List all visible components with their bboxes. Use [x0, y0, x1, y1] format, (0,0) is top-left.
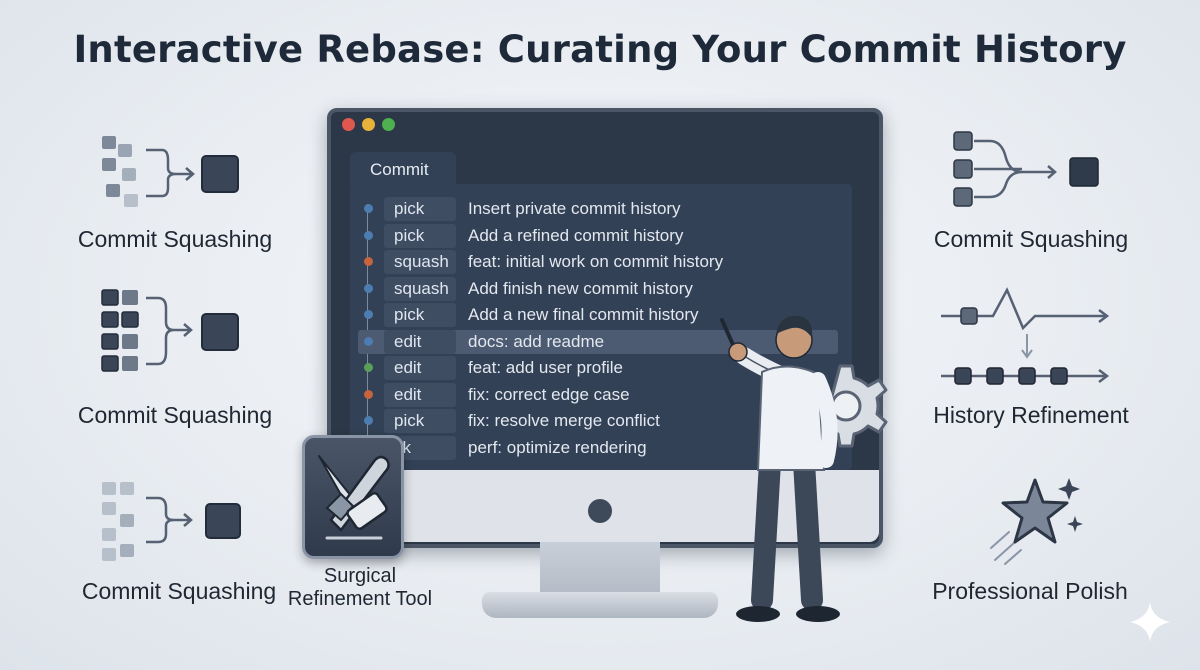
- commit-message: Add a refined commit history: [468, 225, 684, 245]
- rebase-command[interactable]: pick: [384, 303, 456, 327]
- commit-node-dot: [364, 257, 373, 266]
- commit-node-dot: [364, 336, 373, 346]
- commit-message: Add a new final commit history: [468, 305, 699, 324]
- right-feature-label-2: History Refinement: [933, 402, 1129, 428]
- rebase-command[interactable]: squash: [384, 250, 456, 274]
- close-window-button[interactable]: [342, 118, 355, 131]
- scalpel-eraser-icon: [318, 455, 390, 540]
- developer-figure: [720, 315, 840, 622]
- minimize-window-button[interactable]: [362, 118, 375, 131]
- rebase-row[interactable]: pick Add a new final commit history: [358, 303, 838, 327]
- rebase-command[interactable]: pick: [384, 223, 456, 248]
- commit-node-dot: [364, 230, 373, 240]
- commit-message: Insert private commit history: [468, 199, 681, 218]
- left-feature-label-1: Commit Squashing: [77, 226, 273, 252]
- squash-diagram-icon: [102, 136, 239, 207]
- rebase-row[interactable]: squash feat: initial work on commit histo…: [358, 250, 838, 274]
- left-feature-label-2: Commit Squashing: [77, 402, 273, 428]
- commit-node-dot: [364, 389, 373, 399]
- squash-diagram-icon: [953, 131, 1099, 207]
- commit-message: perf: optimize rendering: [468, 437, 647, 457]
- maximize-window-button[interactable]: [382, 118, 395, 131]
- monitor-base: [482, 592, 718, 618]
- rebase-command[interactable]: edit: [384, 356, 456, 380]
- rebase-row[interactable]: pick fix: resolve merge conflict: [358, 409, 838, 433]
- rebase-command[interactable]: squash: [384, 276, 456, 301]
- right-feature-label-1: Commit Squashing: [933, 226, 1129, 252]
- rebase-command[interactable]: edit: [384, 382, 456, 407]
- sparkle-icon: [1130, 602, 1170, 642]
- rebase-row[interactable]: edit fix: correct edge case: [358, 382, 838, 407]
- rebase-row[interactable]: squash Add finish new commit history: [358, 276, 838, 301]
- rebase-row[interactable]: pick Add a refined commit history: [358, 223, 838, 248]
- left-feature-label-3: Commit Squashing: [81, 578, 277, 604]
- commit-node-dot: [364, 363, 373, 372]
- tab-commit[interactable]: Commit: [350, 152, 456, 186]
- monitor-stand: [540, 542, 660, 598]
- rebase-row[interactable]: pick Insert private commit history: [358, 197, 838, 221]
- rebase-command[interactable]: pick: [384, 409, 456, 433]
- rebase-row[interactable]: edit feat: add user profile: [358, 356, 838, 380]
- commit-message: feat: add user profile: [468, 358, 623, 377]
- commit-message: Add finish new commit history: [468, 278, 693, 298]
- right-feature-label-3: Professional Polish: [932, 578, 1128, 604]
- commit-message: feat: initial work on commit history: [468, 252, 724, 271]
- history-graph-icon: [941, 287, 1110, 385]
- rebase-row[interactable]: edit docs: add readme: [358, 329, 838, 354]
- squash-diagram-icon: [101, 289, 239, 372]
- monitor-logo-dot: [588, 499, 612, 523]
- tool-label: Surgical Refinement Tool: [287, 565, 433, 610]
- commit-node-dot: [364, 310, 373, 319]
- commit-graph-line: [367, 204, 368, 454]
- commit-message: fix: correct edge case: [468, 384, 630, 404]
- tool-card: [302, 435, 404, 559]
- commit-message: docs: add readme: [468, 331, 605, 351]
- page-title: Interactive Rebase: Curating Your Commit…: [73, 28, 1127, 71]
- star-icon: [990, 478, 1083, 565]
- gear-icon: [822, 364, 888, 448]
- commit-message: fix: resolve merge conflict: [468, 411, 660, 430]
- rebase-command[interactable]: pick: [384, 197, 456, 221]
- commit-node-dot: [364, 283, 373, 293]
- commit-node-dot: [364, 416, 373, 425]
- squash-diagram-icon: [102, 482, 241, 561]
- commit-node-dot: [364, 204, 373, 213]
- rebase-command[interactable]: edit: [384, 329, 456, 354]
